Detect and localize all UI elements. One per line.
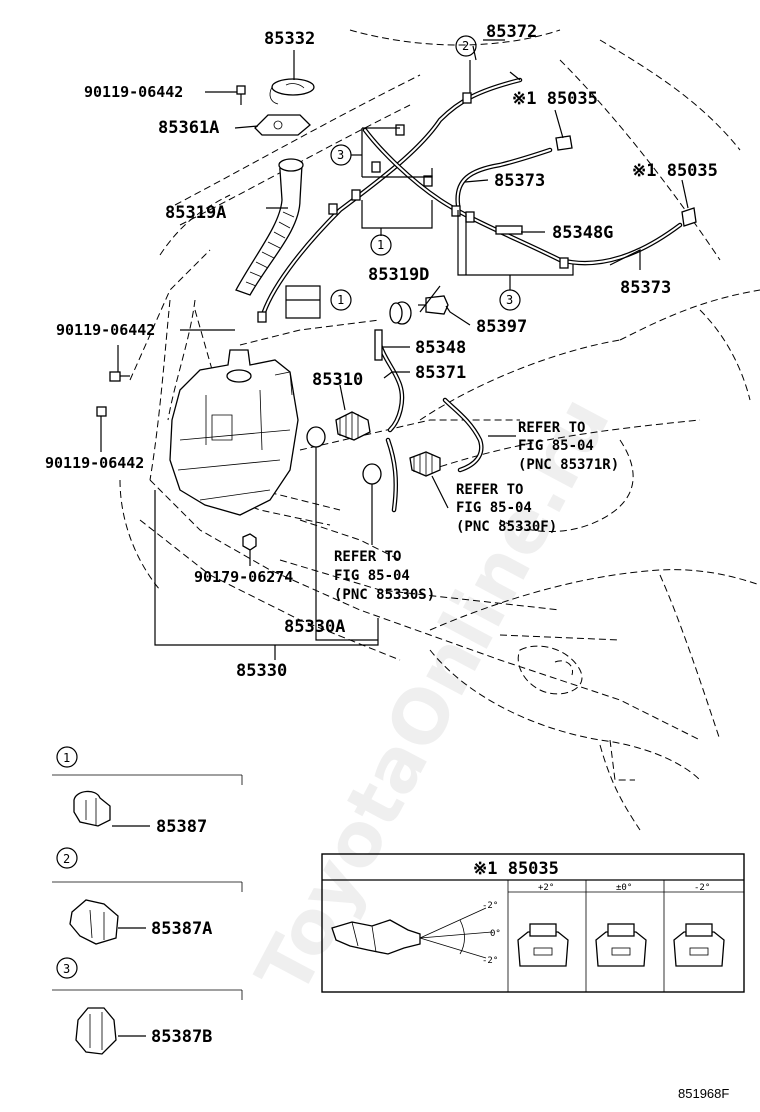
label-85035-a: ※1 85035 xyxy=(512,89,598,109)
inset-title: ※1 85035 xyxy=(473,859,559,879)
label-85348: 85348 xyxy=(415,338,466,358)
washer-hoses xyxy=(259,77,683,513)
label-85310: 85310 xyxy=(312,370,363,390)
part-85035-nozzle-b xyxy=(681,207,697,227)
legend-part-3: 85387B xyxy=(151,1027,212,1047)
label-90119-06442-top: 90119-06442 xyxy=(84,83,183,101)
refer-line: (PNC 85330F) xyxy=(456,519,557,535)
callout-1-mid: 1 xyxy=(377,238,384,252)
legend-num-2: 2 xyxy=(63,852,70,866)
part-85348G-joint xyxy=(495,225,523,235)
legend-num-3: 3 xyxy=(63,962,70,976)
part-85348-joint xyxy=(374,329,383,361)
label-85348G: 85348G xyxy=(552,223,613,243)
callout-3-bottom: 3 xyxy=(506,293,513,307)
part-85361A-bracket xyxy=(254,114,311,136)
refer-line: (PNC 85330S) xyxy=(334,587,435,603)
label-85319A: 85319A xyxy=(165,203,226,223)
refer-line: (PNC 85371R) xyxy=(518,457,619,473)
legend-num-1: 1 xyxy=(63,751,70,765)
part-bolt-90119-top xyxy=(236,85,246,105)
hose-clips xyxy=(257,92,569,323)
nozzle-front-minus2 xyxy=(673,923,725,967)
nozzle-side-view: -2° 0° -2° xyxy=(331,901,501,966)
label-85371: 85371 xyxy=(415,363,466,383)
refer-line: REFER TO xyxy=(456,482,523,498)
label-85372: 85372 xyxy=(486,22,537,42)
refer-note-85330S: REFER TO FIG 85-04 (PNC 85330S) xyxy=(334,549,435,603)
group-brackets xyxy=(285,127,574,319)
nozzle-inset: ※1 85035 +2° ±0° -2° -2° 0° -2° xyxy=(321,853,745,993)
part-labels: 85332 85372 90119-06442 ※1 85035 85361A … xyxy=(45,22,718,681)
callout-1-left: 1 xyxy=(337,293,344,307)
label-85361A: 85361A xyxy=(158,118,219,138)
inset-col-3: -2° xyxy=(694,883,710,893)
clip-85387A-icon xyxy=(69,899,119,945)
label-85319D: 85319D xyxy=(368,265,429,285)
part-85310-pump xyxy=(335,411,371,441)
part-85330-reservoir-tank xyxy=(169,349,299,516)
callout-3-top: 3 xyxy=(337,148,344,162)
clip-legend: 1 85387 2 85387A 3 85387B xyxy=(52,746,243,1055)
refer-note-85371R: REFER TO FIG 85-04 (PNC 85371R) xyxy=(518,420,619,473)
refer-line: FIG 85-04 xyxy=(456,500,532,516)
angle-mid: 0° xyxy=(490,929,501,939)
label-85373-b: 85373 xyxy=(620,278,671,298)
inset-col-2: ±0° xyxy=(616,883,632,893)
nozzle-front-plus2 xyxy=(517,923,569,967)
part-85035-nozzle-a xyxy=(555,135,573,151)
label-90119-06442-mid: 90119-06442 xyxy=(56,321,155,339)
part-90179-nut xyxy=(242,533,257,551)
nozzle-front-zero xyxy=(595,923,647,967)
refer-line: FIG 85-04 xyxy=(518,438,594,454)
label-85330: 85330 xyxy=(236,661,287,681)
refer-line: REFER TO xyxy=(518,420,585,436)
label-85035-b: ※1 85035 xyxy=(632,161,718,181)
angle-bot: -2° xyxy=(482,956,498,966)
part-bolt-90119-low xyxy=(96,406,107,424)
legend-part-1: 85387 xyxy=(156,817,207,837)
callout-circles: 3 2 1 1 3 xyxy=(330,35,521,311)
watermark: ToyotaOnline.ru xyxy=(240,383,627,1008)
clip-85387-icon xyxy=(73,790,111,827)
label-85330A: 85330A xyxy=(284,617,345,637)
part-bolt-90119-mid xyxy=(109,371,130,382)
inset-col-1: +2° xyxy=(538,883,554,893)
legend-part-2: 85387A xyxy=(151,919,212,939)
label-90179-06274: 90179-06274 xyxy=(194,568,293,586)
clip-85387B-icon xyxy=(75,1007,117,1055)
part-85330F-pump xyxy=(409,451,441,477)
part-85319D-grommet xyxy=(389,301,412,325)
label-85397: 85397 xyxy=(476,317,527,337)
part-85332-cap xyxy=(269,78,315,105)
part-85319A-filler-pipe xyxy=(235,158,304,296)
refer-line: FIG 85-04 xyxy=(334,568,410,584)
label-90119-06442-low: 90119-06442 xyxy=(45,454,144,472)
label-85332: 85332 xyxy=(264,29,315,49)
refer-note-85330F: REFER TO FIG 85-04 (PNC 85330F) xyxy=(456,482,557,535)
label-85373-a: 85373 xyxy=(494,171,545,191)
figure-code: 851968F xyxy=(678,1086,729,1101)
leader-lines xyxy=(100,39,689,660)
part-85397-valve xyxy=(418,295,449,315)
callout-2: 2 xyxy=(462,39,469,53)
refer-line: REFER TO xyxy=(334,549,401,565)
angle-top: -2° xyxy=(482,901,498,911)
